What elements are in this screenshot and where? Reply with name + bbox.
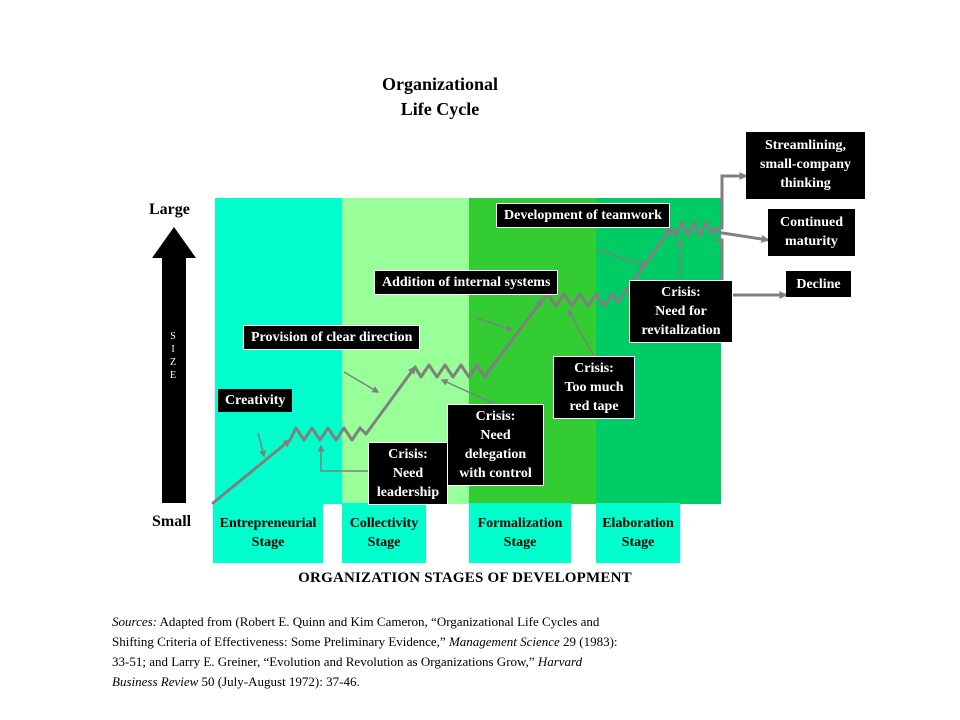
crisis-zigzag-delegation [413,363,490,379]
branch-continued-maturity [715,230,770,243]
crisis-line: red tape [569,399,619,414]
crisis-line: delegation [464,447,527,462]
stage-suffix: Stage [251,535,285,550]
growth-segment-entrepreneurial [211,438,292,505]
crisis-zigzag-red-tape [540,292,620,308]
stage-label-elaboration: Elaboration Stage [596,503,680,563]
label-crisis-revitalization: Crisis: Need for revitalization [629,280,733,343]
band-elaboration [596,198,721,504]
stage-label-entrepreneurial: Entrepreneurial Stage [213,503,323,563]
size-large-label: Large [149,201,190,218]
outcome-line: small-company [760,157,851,172]
outcome-line: Streamlining, [764,138,847,153]
growth-segment-formalization [486,298,544,374]
crisis-line: Crisis: [661,285,701,300]
crisis-line: leadership [376,485,440,500]
stage-suffix: Stage [503,535,537,550]
size-letter: E [169,370,177,381]
stage-name: Elaboration [602,516,674,531]
title-line-2: Life Cycle [400,99,480,119]
crisis-zigzag-leadership [288,426,368,442]
sources-text-2: 29 (1983): 33-51; and Larry E. Greiner, … [112,634,618,669]
stage-suffix: Stage [621,535,655,550]
outcome-line: maturity [785,234,838,249]
stage-suffix: Stage [367,535,401,550]
stage-name: Entrepreneurial [219,516,317,531]
pointer-leadership [317,444,372,472]
crisis-line: Need [480,428,511,443]
branch-decline [716,238,788,299]
sources-label: Sources: [112,614,158,629]
outcome-decline: Decline [786,271,851,297]
label-crisis-red-tape: Crisis: Too much red tape [553,356,635,419]
size-letter: Z [169,357,177,368]
crisis-zigzag-revitalization [669,220,718,238]
title-line-1: Organizational [382,74,498,94]
crisis-line: Crisis: [475,409,516,424]
label-teamwork: Development of teamwork [496,203,670,228]
stage-label-collectivity: Collectivity Stage [342,503,426,563]
sources-footnote: Sources: Adapted from (Robert E. Quinn a… [112,612,622,692]
stage-name: Formalization [477,516,563,531]
label-crisis-delegation: Crisis: Need delegation with control [447,404,544,486]
stage-label-formalization: Formalization Stage [469,503,571,563]
pointer-red-tape [567,308,595,357]
outcome-line: thinking [780,176,831,191]
growth-segment-collectivity [364,365,417,436]
outcome-continued-maturity: Continued maturity [768,209,855,256]
crisis-line: Need [392,466,424,481]
crisis-line: Crisis: [574,361,614,376]
size-small-label: Small [152,513,192,530]
size-letter: S [170,331,176,342]
x-axis-title: ORGANIZATION STAGES OF DEVELOPMENT [298,570,632,586]
crisis-line: Crisis: [388,447,428,462]
label-creativity: Creativity [218,389,293,412]
sources-journal-2: Harvard Business Review [112,654,583,689]
stage-name: Collectivity [349,516,419,531]
size-letter: I [171,344,175,355]
branch-streamlining [716,172,748,230]
label-crisis-leadership: Crisis: Need leadership [368,442,448,505]
pointer-creativity [257,432,266,458]
outcome-line: Continued [779,215,844,230]
size-arrow-icon [152,227,196,503]
pointer-clear-direction [343,371,380,393]
pointer-teamwork [597,249,648,268]
sources-text-1: Adapted from (Robert E. Quinn and Kim Ca… [112,614,600,649]
crisis-line: revitalization [641,323,721,338]
sources-text-3: 50 (July-August 1972): 37-46. [198,674,360,689]
outcome-streamlining: Streamlining, small-company thinking [746,132,865,199]
pointer-internal-systems [475,317,514,332]
pointer-delegation [440,379,496,405]
crisis-line: Need for [655,304,707,319]
label-internal-systems: Addition of internal systems [374,270,559,295]
label-clear-direction: Provision of clear direction [243,325,421,350]
crisis-line: with control [459,466,532,481]
sources-journal-1: Management Science [448,634,560,649]
diagram-title: Organizational Life Cycle [340,72,540,122]
crisis-line: Too much [564,380,624,395]
size-axis-letters: S I Z E [168,330,178,382]
